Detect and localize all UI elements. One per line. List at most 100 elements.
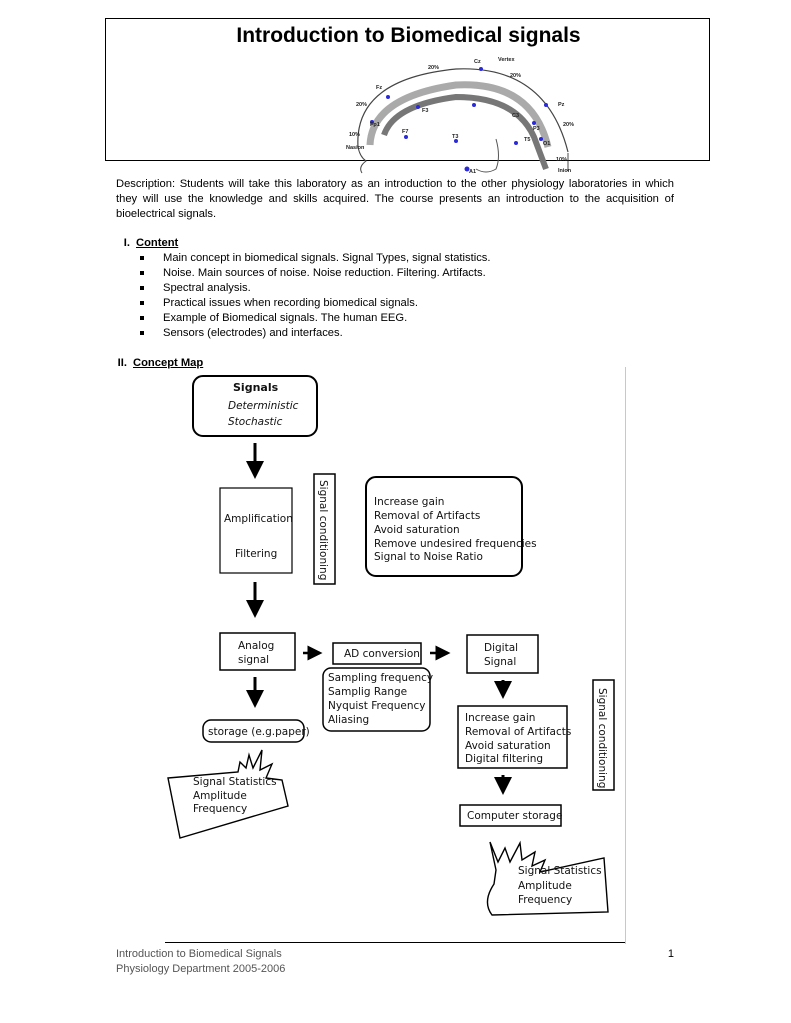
filtering-label: Filtering [235, 548, 277, 560]
conditioning-box [365, 476, 523, 577]
footer-title: Introduction to Biomedical Signals [116, 948, 282, 960]
label-f3: F3 [422, 108, 428, 114]
list-item: Sensors (electrodes) and interfaces. [138, 326, 491, 341]
conditioning-item: Removal of Artifacts [374, 510, 480, 522]
electrode-f7 [404, 135, 408, 139]
label-pz: Pz [558, 102, 565, 108]
list-item: Practical issues when recording biomedic… [138, 296, 491, 311]
conditioning-item: Increase gain [374, 496, 444, 508]
footer-rule [165, 942, 625, 943]
conditioning-item: Signal to Noise Ratio [374, 551, 483, 563]
ear-outline [475, 138, 499, 173]
storage-box [202, 719, 305, 743]
label-20-c: 20% [510, 73, 521, 79]
statistics-right-item: Amplitude [518, 880, 572, 892]
conditioning-item: Avoid saturation [374, 524, 460, 536]
label-cz: Cz [474, 59, 481, 65]
electrode-fz [386, 95, 390, 99]
label-20-b: 20% [356, 102, 367, 108]
label-10-a: 10% [349, 132, 360, 138]
signals-title: Signals [233, 381, 279, 394]
label-fp1: Fp1 [370, 122, 380, 128]
amplification-label: Amplification [224, 513, 293, 525]
label-f7: F7 [402, 129, 408, 135]
digital-conditioning-item: Removal of Artifacts [465, 726, 571, 738]
label-nasion: Nasion [346, 145, 365, 151]
face-profile [357, 146, 367, 174]
digital-conditioning-item: Increase gain [465, 712, 535, 724]
sampling-item: Aliasing [328, 714, 369, 726]
electrode-cz [479, 67, 483, 71]
label-inion: Inion [558, 168, 572, 174]
page-number: 1 [667, 948, 674, 960]
analog-box [219, 632, 296, 671]
list-item: Example of Biomedical signals. The human… [138, 311, 491, 326]
amplification-box [219, 487, 293, 574]
section-label: Content [136, 237, 179, 249]
section-number: II. [117, 357, 127, 369]
electrode-c3 [472, 103, 476, 107]
storage-label: storage (e.g.paper) [208, 726, 310, 738]
statistics-right-item: Signal Statistics [518, 865, 602, 877]
label-t3: T3 [452, 134, 458, 140]
statistics-left-item: Amplitude [193, 790, 247, 802]
conditioning-item: Remove undesired frequencies [374, 538, 537, 550]
label-a1: A1 [469, 169, 476, 175]
title-box: Introduction to Biomedical signals Cz Ve… [105, 18, 710, 175]
digital-label-2: Signal [484, 656, 516, 668]
ad-conversion-label: AD conversion [344, 648, 420, 660]
label-20-a: 20% [428, 65, 439, 71]
section-label: Concept Map [133, 357, 204, 369]
page-title: Introduction to Biomedical signals [236, 24, 581, 47]
label-10-b: 10% [556, 157, 567, 163]
figure-edge [625, 367, 626, 944]
description: Description: Students will take this lab… [116, 178, 674, 220]
list-item: Spectral analysis. [138, 281, 491, 296]
statistics-right-shape [486, 840, 609, 916]
signal-conditioning-label-1: Signal conditioning [317, 480, 329, 580]
digital-conditioning-item: Digital filtering [465, 753, 543, 765]
label-fz: Fz [376, 85, 382, 91]
section-concept-map-heading: II. Concept Map [107, 357, 204, 369]
eeg-electrode-figure: Cz Vertex Fz 20% 20% Pz 20% 20% Fp1 F3 C… [346, 57, 574, 175]
brain-outline [381, 93, 549, 171]
ad-conversion-box [332, 642, 422, 665]
electrode-fp1 [370, 120, 374, 124]
electrode-t5 [514, 141, 518, 145]
digital-label-1: Digital [484, 642, 518, 654]
list-item: Noise. Main sources of noise. Noise redu… [138, 266, 491, 281]
electrode-p3 [532, 121, 536, 125]
electrode-o1 [539, 137, 543, 141]
statistics-right-item: Frequency [518, 894, 572, 906]
signal-conditioning-label-2: Signal conditioning [596, 688, 608, 788]
label-vertex: Vertex [498, 57, 515, 63]
label-o1: O1 [543, 141, 550, 147]
sampling-item: Samplig Range [328, 686, 407, 698]
sampling-item: Sampling frequency [328, 672, 433, 684]
label-t5: T5 [524, 137, 530, 143]
label-20-d: 20% [563, 122, 574, 128]
computer-storage-box [459, 804, 562, 827]
signals-deterministic: Deterministic [228, 400, 299, 412]
statistics-left-shape [167, 749, 289, 839]
signals-box [192, 375, 318, 437]
label-p3: P3 [533, 126, 540, 132]
signal-conditioning-box-2 [592, 679, 615, 791]
footer-department: Physiology Department 2005-2006 [116, 963, 286, 975]
computer-storage-label: Computer storage [467, 810, 562, 822]
digital-conditioning-item: Avoid saturation [465, 740, 551, 752]
scalp-band [366, 81, 552, 148]
statistics-left-item: Frequency [193, 803, 247, 815]
analog-label-2: signal [238, 654, 269, 666]
electrode-t3 [454, 139, 458, 143]
label-c3: C3 [512, 113, 519, 119]
signals-stochastic: Stochastic [228, 416, 283, 428]
digital-conditioning-box [457, 705, 568, 769]
sampling-box [322, 667, 431, 732]
electrode-f3 [416, 105, 420, 109]
statistics-left-item: Signal Statistics [193, 776, 277, 788]
section-content-heading: I. Content [110, 237, 178, 249]
signal-conditioning-box-1 [313, 473, 336, 585]
section-number: I. [123, 237, 130, 249]
